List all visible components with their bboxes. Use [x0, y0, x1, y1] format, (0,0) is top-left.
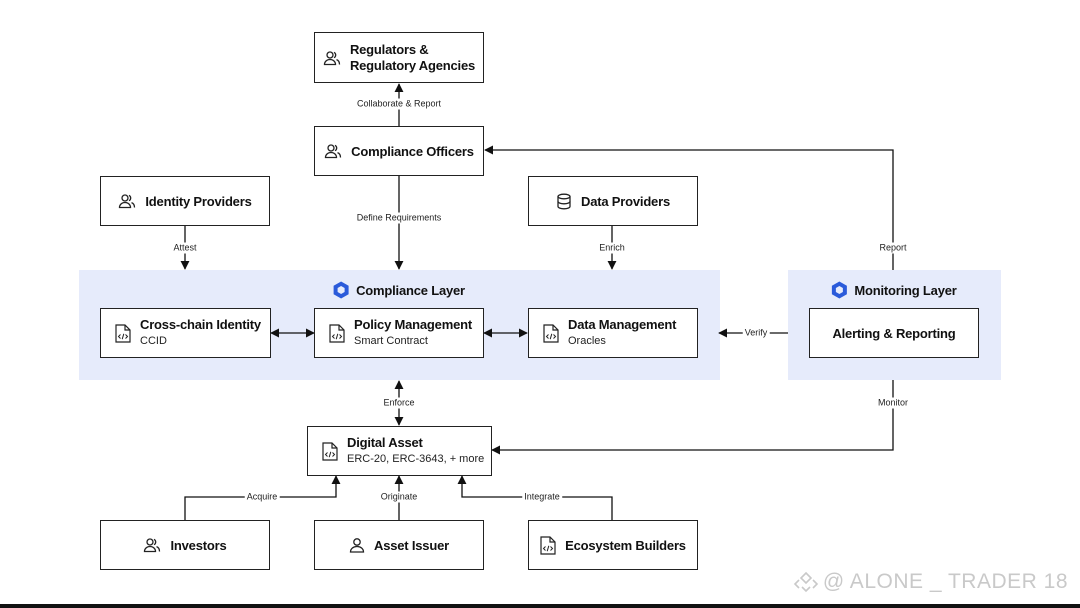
edge-label-originate: Originate [378, 491, 420, 503]
data-management-title: Data Management [568, 317, 677, 332]
identity-providers-label: Identity Providers [145, 193, 252, 209]
edge-label-report: Report [877, 242, 909, 254]
regulators-label-line1: Regulators & [349, 41, 429, 57]
compliance-officers-node[interactable]: Compliance Officers [314, 126, 484, 176]
watermark-text: @ ALONE _ TRADER 18 [822, 570, 1068, 593]
edge-report [484, 145, 894, 270]
asset-issuer-label: Asset Issuer [374, 537, 449, 553]
code-file-icon [543, 323, 559, 343]
policy-management-title: Policy Management [354, 317, 472, 332]
code-file-icon [329, 323, 345, 343]
digital-asset-node[interactable]: Digital Asset ERC-20, ERC-3643, + more [307, 426, 492, 476]
digital-asset-subtitle: ERC-20, ERC-3643, + more [347, 453, 485, 465]
monitoring-layer-label: Monitoring Layer [854, 282, 957, 298]
compliance-layer-label: Compliance Layer [356, 282, 465, 298]
edge-label-enrich: Enrich [597, 242, 627, 254]
edge-label-define-requirements: Define Requirements [354, 212, 444, 224]
compliance-layer-title: Compliance Layer [333, 281, 465, 299]
policy-management-subtitle: Smart Contract [354, 335, 428, 347]
edge-label-verify: Verify [742, 327, 770, 339]
compliance-officers-label: Compliance Officers [351, 143, 474, 159]
database-icon [556, 193, 572, 210]
chainlink-hexagon-icon [333, 281, 349, 299]
code-file-icon [115, 323, 131, 343]
regulators-node[interactable]: Regulators & Regulatory Agencies [314, 32, 484, 83]
edge-monitor [491, 380, 894, 455]
cross-chain-identity-node[interactable]: Cross-chain Identity CCID [100, 308, 271, 358]
data-providers-node[interactable]: Data Providers [528, 176, 698, 226]
regulators-label-line2: Regulatory Agencies [349, 57, 476, 73]
users-icon [324, 143, 342, 159]
data-providers-label: Data Providers [581, 193, 670, 209]
monitoring-layer-title: Monitoring Layer [831, 281, 957, 299]
investors-label: Investors [170, 537, 227, 553]
alerting-reporting-node[interactable]: Alerting & Reporting [809, 308, 979, 358]
users-icon [118, 193, 136, 209]
edge-label-collaborate-report: Collaborate & Report [354, 98, 444, 110]
digital-asset-title: Digital Asset [347, 435, 423, 450]
edge-label-acquire: Acquire [244, 491, 280, 503]
asset-issuer-node[interactable]: Asset Issuer [314, 520, 484, 570]
policy-management-node[interactable]: Policy Management Smart Contract [314, 308, 484, 358]
code-file-icon [540, 535, 556, 555]
alerting-reporting-label: Alerting & Reporting [832, 325, 956, 341]
watermark: @ ALONE _ TRADER 18 [793, 570, 1068, 594]
edge-label-integrate: Integrate [522, 491, 562, 503]
edge-label-monitor: Monitor [875, 397, 911, 409]
cross-chain-identity-title: Cross-chain Identity [140, 317, 261, 332]
ecosystem-builders-node[interactable]: Ecosystem Builders [528, 520, 698, 570]
users-icon [143, 537, 161, 553]
binance-diamond-icon [793, 571, 819, 593]
code-file-icon [322, 441, 338, 461]
edge-label-enforce: Enforce [381, 397, 417, 409]
user-icon [349, 537, 365, 553]
bottom-bar [0, 604, 1080, 608]
data-management-subtitle: Oracles [568, 335, 606, 347]
chainlink-hexagon-icon [831, 281, 847, 299]
data-management-node[interactable]: Data Management Oracles [528, 308, 698, 358]
investors-node[interactable]: Investors [100, 520, 270, 570]
edge-label-attest: Attest [171, 242, 199, 254]
identity-providers-node[interactable]: Identity Providers [100, 176, 270, 226]
ecosystem-builders-label: Ecosystem Builders [565, 537, 686, 553]
users-icon [323, 50, 341, 66]
cross-chain-identity-subtitle: CCID [140, 335, 167, 347]
